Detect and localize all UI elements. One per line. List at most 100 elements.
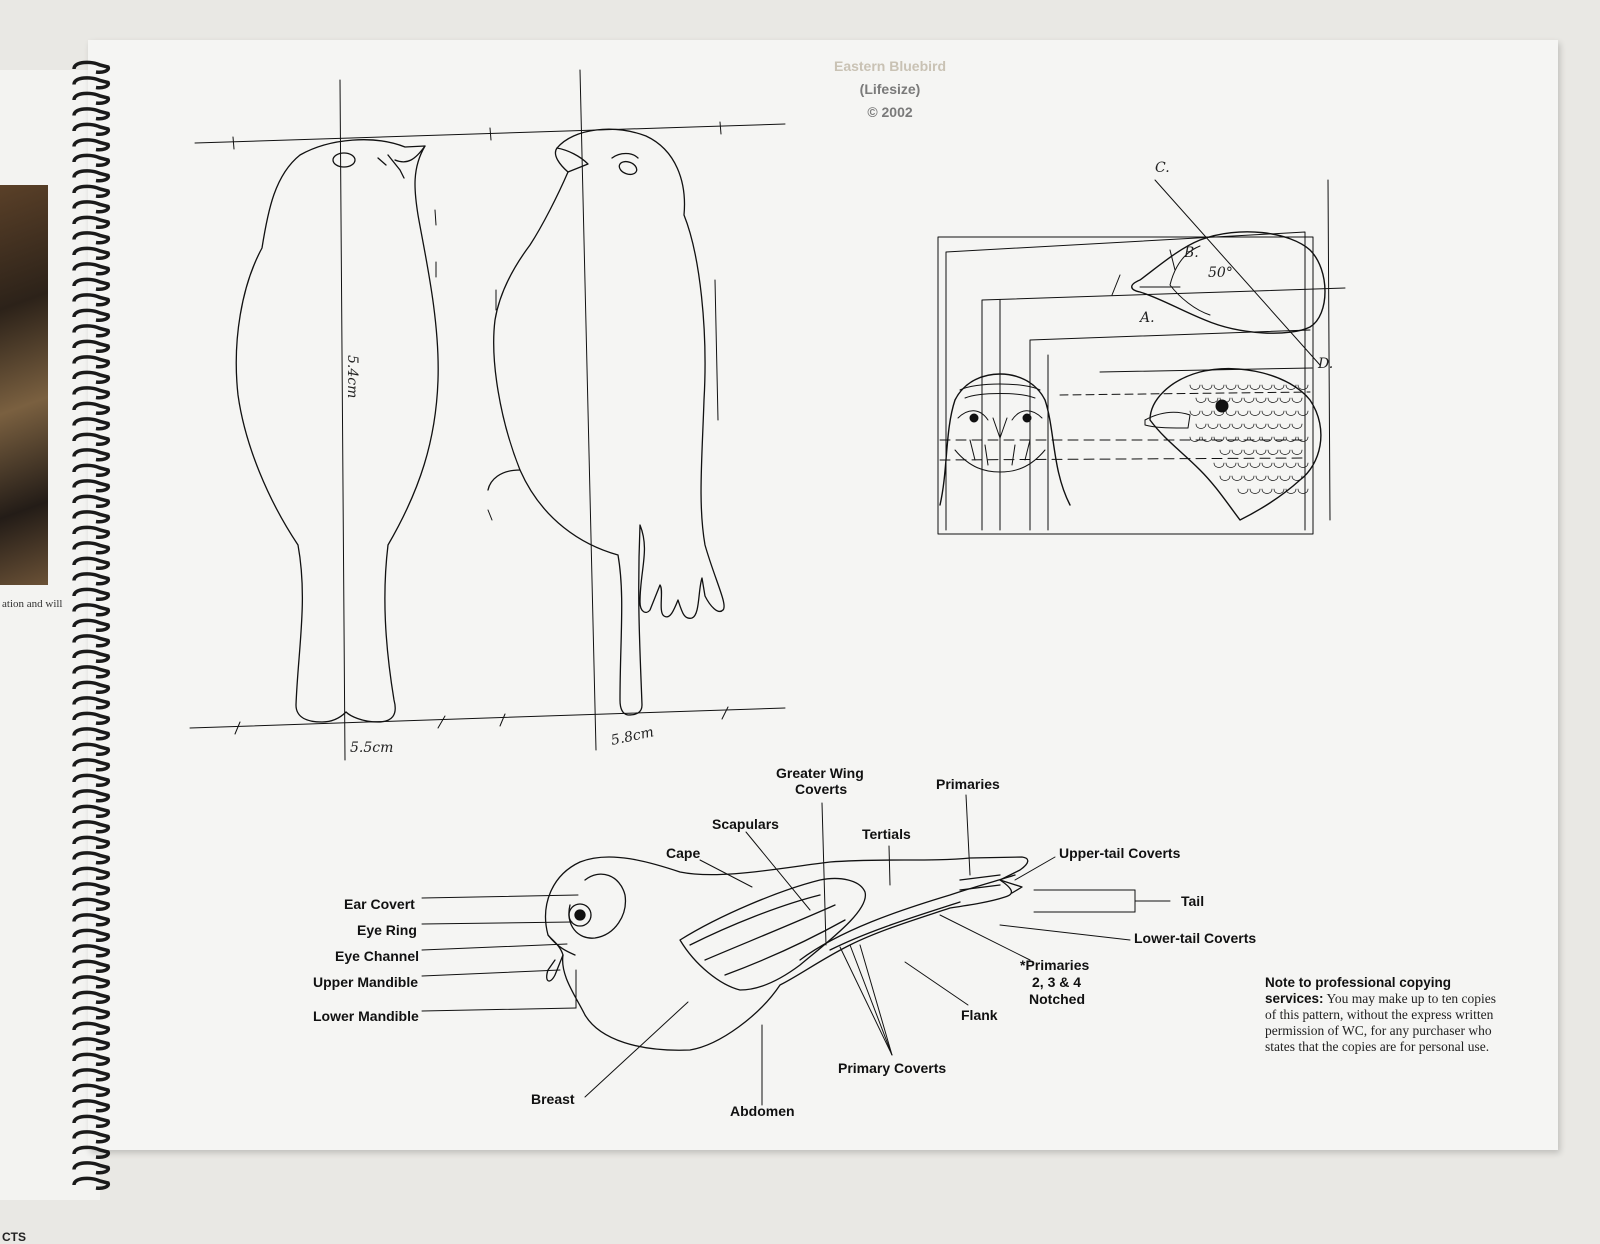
binding-coil bbox=[72, 1068, 111, 1082]
feather-scale-mark bbox=[1243, 449, 1255, 455]
binding-coil bbox=[72, 200, 111, 214]
binding-coil bbox=[72, 463, 111, 477]
feather-scale-mark bbox=[1255, 397, 1267, 403]
label-upper-tail-coverts: Upper-tail Coverts bbox=[1059, 845, 1181, 861]
binding-coil bbox=[72, 355, 111, 369]
label-tail: Tail bbox=[1181, 893, 1204, 909]
feather-scale-mark bbox=[1213, 384, 1225, 390]
binding-coil bbox=[72, 618, 111, 632]
binding-coil bbox=[72, 944, 111, 958]
feather-scale-mark bbox=[1267, 397, 1279, 403]
binding-coil bbox=[72, 184, 111, 198]
label-greater-wing-coverts-2: Coverts bbox=[795, 781, 847, 797]
label-tertials: Tertials bbox=[862, 826, 911, 842]
feather-scale-mark bbox=[1249, 384, 1261, 390]
feather-scale-mark bbox=[1279, 475, 1291, 481]
feather-scale-mark bbox=[1291, 449, 1303, 455]
feather-scale-mark bbox=[1267, 475, 1279, 481]
feather-scale-mark bbox=[1279, 449, 1291, 455]
feather-scale-mark bbox=[1285, 410, 1297, 416]
label-scapulars: Scapulars bbox=[712, 816, 779, 832]
binding-coil bbox=[72, 1145, 111, 1159]
left-page-photo bbox=[0, 185, 48, 585]
label-primaries-notched-1: *Primaries bbox=[1020, 957, 1089, 973]
binding-coil bbox=[72, 60, 111, 74]
feather-scale-mark bbox=[1273, 436, 1285, 442]
pattern-page bbox=[88, 40, 1558, 1150]
binding-coil bbox=[72, 231, 111, 245]
binding-coil bbox=[72, 1037, 111, 1051]
front-view-bird bbox=[235, 139, 439, 723]
binding-coil bbox=[72, 324, 111, 338]
label-primary-coverts: Primary Coverts bbox=[838, 1060, 946, 1076]
binding-coil bbox=[72, 215, 111, 229]
binding-coil bbox=[72, 928, 111, 942]
label-eye-ring: Eye Ring bbox=[357, 922, 417, 938]
head-study-diagram bbox=[937, 179, 1346, 535]
feather-scale-mark bbox=[1237, 436, 1249, 442]
head-label-a: A. bbox=[1138, 310, 1155, 326]
feather-scale-mark bbox=[1237, 488, 1249, 494]
feather-scale-mark bbox=[1225, 410, 1237, 416]
feather-scale-mark bbox=[1261, 384, 1273, 390]
binding-coil bbox=[72, 711, 111, 725]
feather-scale-mark bbox=[1219, 423, 1231, 429]
binding-coil bbox=[72, 479, 111, 493]
feather-scale-mark bbox=[1213, 410, 1225, 416]
binding-coil bbox=[72, 1130, 111, 1144]
feather-scale-mark bbox=[1273, 410, 1285, 416]
binding-coil bbox=[72, 851, 111, 865]
feather-scale-mark bbox=[1267, 449, 1279, 455]
binding-coil bbox=[72, 1099, 111, 1113]
feather-scale-mark bbox=[1291, 475, 1303, 481]
binding-coil bbox=[72, 1021, 111, 1035]
feather-scale-mark bbox=[1231, 449, 1243, 455]
left-page-caption: ation and will bbox=[2, 598, 63, 610]
binding-coil bbox=[72, 820, 111, 834]
binding-coil bbox=[72, 1161, 111, 1175]
binding-coil bbox=[72, 1006, 111, 1020]
feather-scale-mark bbox=[1273, 384, 1285, 390]
feather-scale-mark bbox=[1243, 475, 1255, 481]
binding-coil bbox=[72, 91, 111, 105]
feather-scale-mark bbox=[1189, 436, 1201, 442]
label-eye-channel: Eye Channel bbox=[335, 948, 419, 964]
binding-coil bbox=[72, 603, 111, 617]
head-angle-label: 50° bbox=[1208, 265, 1233, 281]
side-width-measurement: 5.8cm bbox=[610, 724, 656, 749]
feather-scale-mark bbox=[1237, 410, 1249, 416]
feather-scale-mark bbox=[1285, 436, 1297, 442]
binding-coil bbox=[72, 696, 111, 710]
label-greater-wing-coverts-1: Greater Wing bbox=[776, 765, 864, 781]
feather-scale-mark bbox=[1249, 410, 1261, 416]
binding-coil bbox=[72, 277, 111, 291]
feather-scale-mark bbox=[1201, 410, 1213, 416]
feather-scale-mark bbox=[1279, 423, 1291, 429]
binding-coil bbox=[72, 432, 111, 446]
binding-coil bbox=[72, 541, 111, 555]
binding-coil bbox=[72, 525, 111, 539]
feather-scale-mark bbox=[1297, 436, 1309, 442]
feather-scale-mark bbox=[1255, 423, 1267, 429]
anatomy-bird bbox=[544, 856, 1029, 1051]
feather-scale-mark bbox=[1291, 397, 1303, 403]
feather-scale-mark bbox=[1207, 423, 1219, 429]
feather-scale-mark bbox=[1273, 462, 1285, 468]
copying-note-body: You may make up to ten copies of this pa… bbox=[1265, 991, 1497, 1054]
feather-scale-mark bbox=[1243, 423, 1255, 429]
feather-scale-mark bbox=[1237, 462, 1249, 468]
feather-scale-mark bbox=[1219, 397, 1231, 403]
feather-scale-mark bbox=[1219, 475, 1231, 481]
copying-note: Note to professional copying services: Y… bbox=[1265, 975, 1505, 1055]
feather-scale-mark bbox=[1255, 475, 1267, 481]
pattern-subtitle: (Lifesize) bbox=[859, 81, 921, 97]
label-primaries-notched-3: Notched bbox=[1029, 991, 1085, 1007]
pattern-title-block: Eastern Bluebird (Lifesize) © 2002 bbox=[800, 55, 980, 124]
feather-scale-mark bbox=[1261, 488, 1273, 494]
binding-coil bbox=[72, 246, 111, 260]
binding-coil bbox=[72, 370, 111, 384]
binding-coil bbox=[72, 169, 111, 183]
binding-coil bbox=[72, 1083, 111, 1097]
binding-coil bbox=[72, 293, 111, 307]
binding-coil bbox=[72, 882, 111, 896]
